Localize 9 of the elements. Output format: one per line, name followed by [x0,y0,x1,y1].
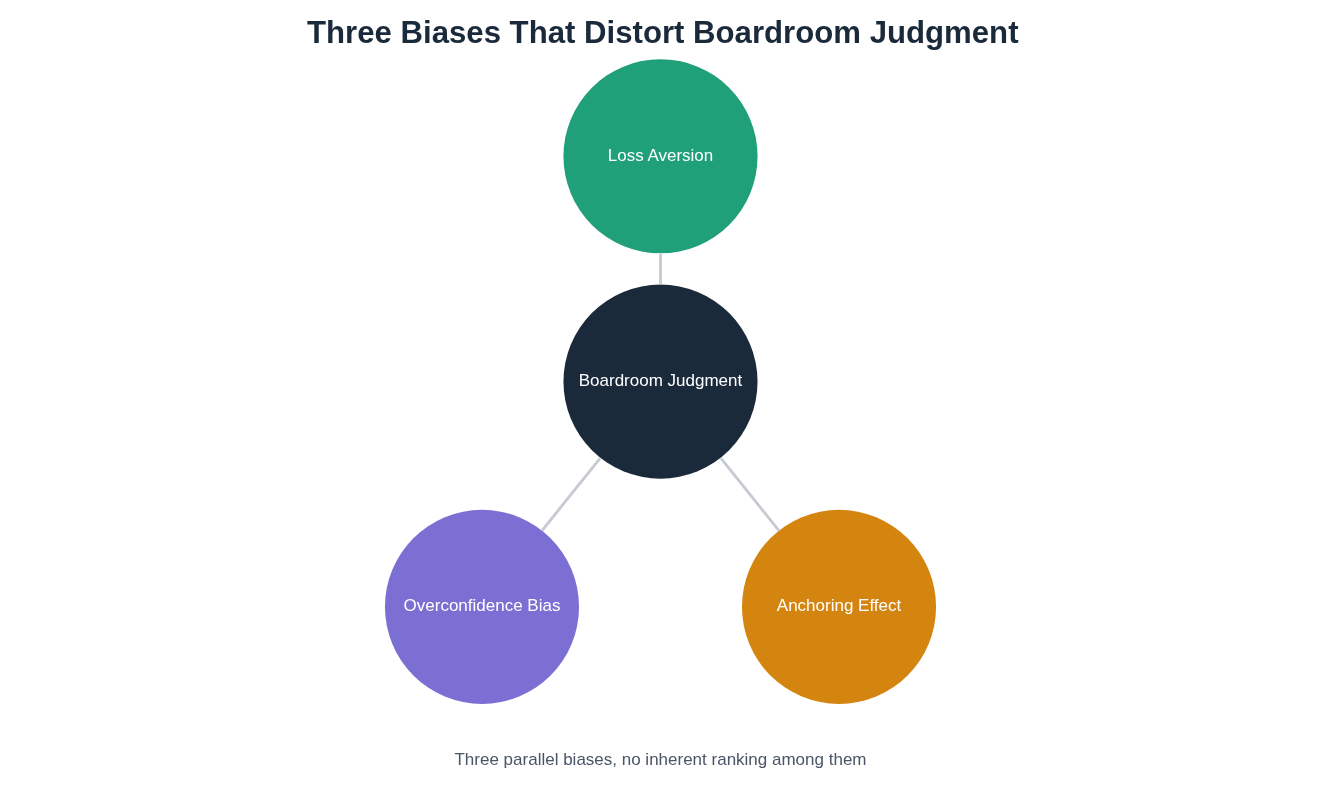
connector [658,254,662,285]
node-circle: Overconfidence Bias [384,509,579,704]
node-circle: Boardroom Judgment [562,284,758,479]
connector [540,457,601,532]
diagram-title: Three Biases That Distort Boardroom Judgment [306,15,1019,51]
label: Three parallel biases, no inherent ranking among them [453,749,867,769]
connector [719,457,780,532]
node-circle: Anchoring Effect [741,509,936,704]
node-circle: Loss Aversion [562,59,758,254]
